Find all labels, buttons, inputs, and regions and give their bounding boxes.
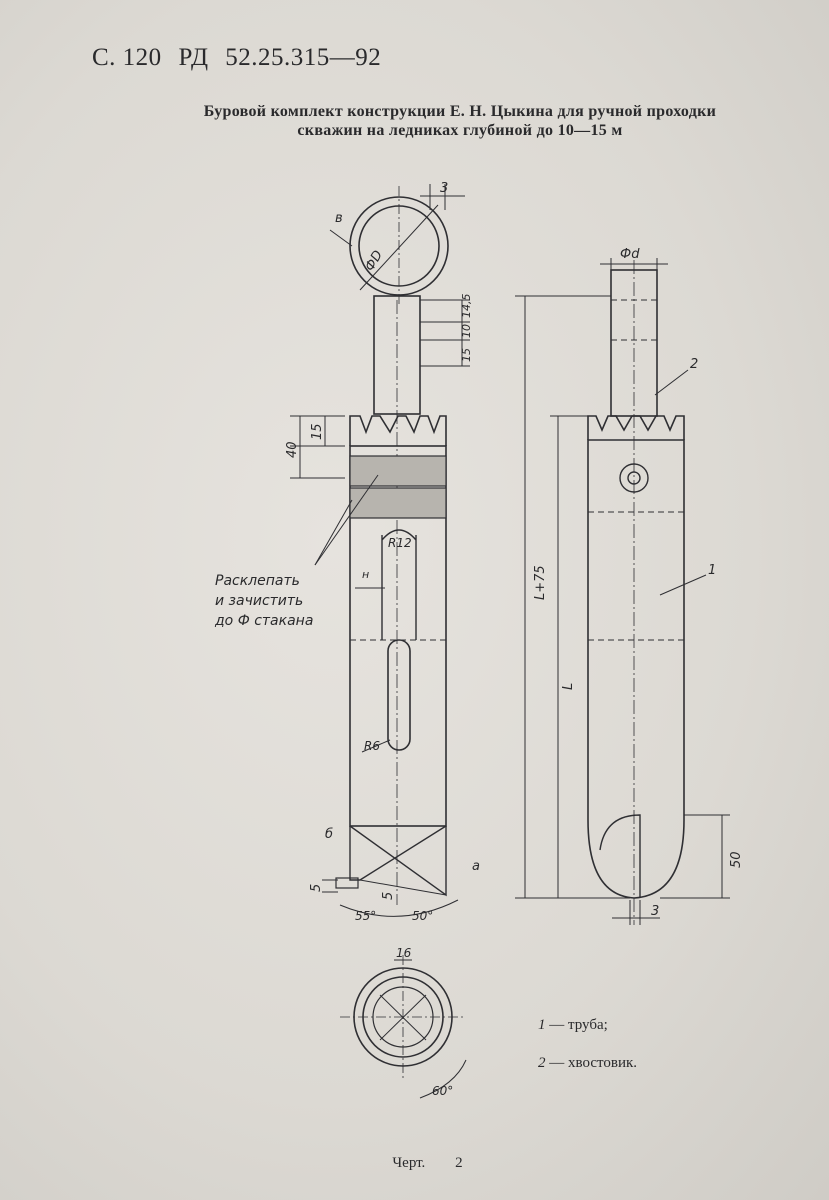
hatched-band-2 [349, 487, 447, 519]
drawing-title: Буровой комплект конструкции Е. Н. Цыкин… [130, 102, 790, 140]
dim-phi-d: Фd [620, 247, 640, 262]
angle-60: 60° [432, 1084, 453, 1098]
legend-text-1: — труба; [549, 1017, 608, 1033]
radius-r6: R6 [364, 739, 380, 753]
document-code: РД [178, 44, 209, 71]
dim-5-right: 5 [381, 892, 396, 900]
caption-number: 2 [455, 1155, 463, 1171]
page-number: С. 120 [92, 44, 162, 71]
dim-15-shank: 15 [460, 348, 473, 362]
dim-40: 40 [285, 441, 300, 458]
figure-caption: Черт. 2 [0, 1155, 829, 1172]
legend: 1 — труба; 2 — хвостовик. [538, 1006, 637, 1082]
angle-55: 55° [355, 909, 376, 923]
tube-body [349, 445, 447, 827]
cutting-teeth [349, 415, 447, 446]
legend-num-2: 2 [538, 1055, 546, 1071]
legend-item-1: 1 — труба; [538, 1006, 637, 1044]
right-assembly [515, 258, 730, 925]
slot [387, 639, 411, 751]
dim-16: 16 [396, 946, 412, 960]
left-assembly [290, 184, 470, 1099]
dim-L-75: L+75 [533, 565, 548, 600]
hatched-band-1 [349, 455, 447, 487]
title-line-2: скважин на ледниках глубиной до 10—15 м [297, 122, 623, 139]
dim-v: в [335, 211, 343, 226]
dim-3-right: 3 [651, 904, 659, 919]
pin-hole-outer [619, 463, 649, 493]
right-tube [587, 439, 685, 899]
label-a: а [472, 859, 480, 874]
legend-text-2: — хвостовик. [549, 1055, 638, 1071]
pin-hole-inner [627, 471, 641, 485]
part-label-1: 1 [708, 563, 716, 578]
dim-50: 50 [729, 851, 744, 868]
radius-r12: R12 [388, 536, 412, 550]
legend-num-1: 1 [538, 1017, 546, 1033]
dim-5-left: 5 [309, 884, 324, 892]
caption-label: Черт. [392, 1155, 426, 1171]
angle-50: 50° [412, 909, 433, 923]
page-header: С. 120 РД 52.25.315—92 [92, 44, 391, 72]
note-line-2: и зачистить [215, 593, 303, 609]
part-label-2: 2 [690, 357, 698, 372]
dim-15: 15 [310, 423, 325, 440]
dim-n: н [362, 568, 369, 581]
note-line-3: до Ф стакана [214, 613, 313, 629]
dim-14-5: 14,5 [460, 294, 473, 319]
right-teeth [587, 415, 685, 440]
dim-10: 10 [460, 324, 473, 338]
document-number: 52.25.315—92 [225, 44, 382, 71]
dim-3-top: 3 [440, 181, 448, 196]
label-b: б [325, 827, 333, 842]
dim-L: L [561, 683, 576, 690]
note-line-1: Расклепать [215, 573, 300, 589]
dim-phi-D: ФD [362, 248, 386, 274]
legend-item-2: 2 — хвостовик. [538, 1044, 637, 1082]
title-line-1: Буровой комплект конструкции Е. Н. Цыкин… [203, 103, 717, 120]
